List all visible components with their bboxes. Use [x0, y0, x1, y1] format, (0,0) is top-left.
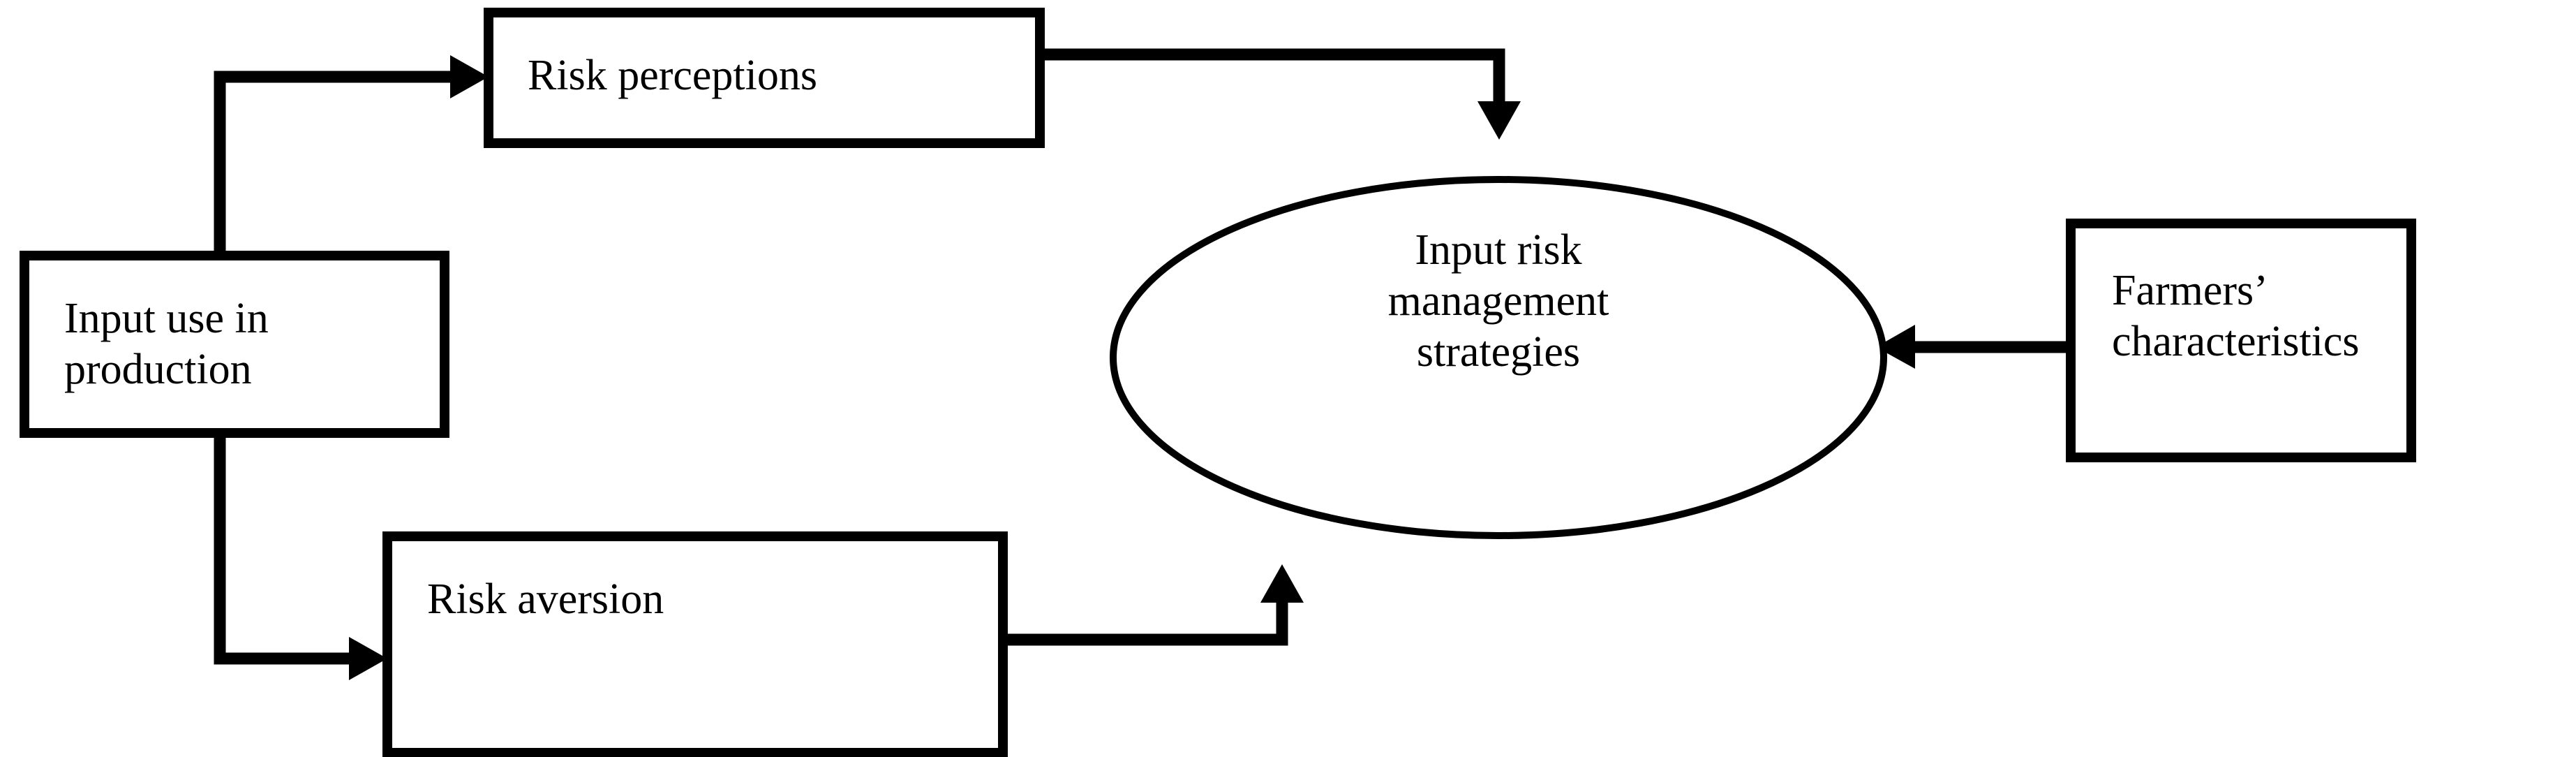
node-input-use-in-production-box[interactable] — [20, 251, 449, 438]
node-farmers-characteristics-box[interactable] — [2066, 219, 2416, 462]
edge-risk-perceptions-to-strategies-line — [1040, 48, 1505, 110]
arrowhead-into-risk-aversion — [349, 637, 387, 680]
node-risk-aversion-box[interactable] — [382, 531, 1008, 757]
arrowhead-into-strategies-right — [1876, 325, 1915, 369]
edge-input-use-to-risk-perceptions-line — [214, 71, 461, 256]
arrowhead-into-strategies-bottom — [1260, 564, 1304, 603]
edge-risk-perceptions-to-strategies — [1040, 48, 1521, 140]
arrowhead-into-strategies-top — [1477, 101, 1521, 140]
node-risk-perceptions-box[interactable] — [484, 8, 1045, 148]
edge-input-use-to-risk-aversion — [214, 433, 387, 680]
edge-risk-aversion-to-strategies — [1003, 564, 1304, 646]
arrowhead-into-risk-perceptions — [450, 55, 489, 98]
edge-input-use-to-risk-perceptions — [214, 55, 489, 256]
edge-farmers-characteristics-to-strategies — [1876, 325, 2071, 369]
edge-input-use-to-risk-aversion-line — [214, 433, 359, 665]
edge-risk-aversion-to-strategies-line — [1003, 597, 1288, 646]
node-input-risk-management-strategies-ellipse[interactable] — [1110, 176, 1887, 539]
